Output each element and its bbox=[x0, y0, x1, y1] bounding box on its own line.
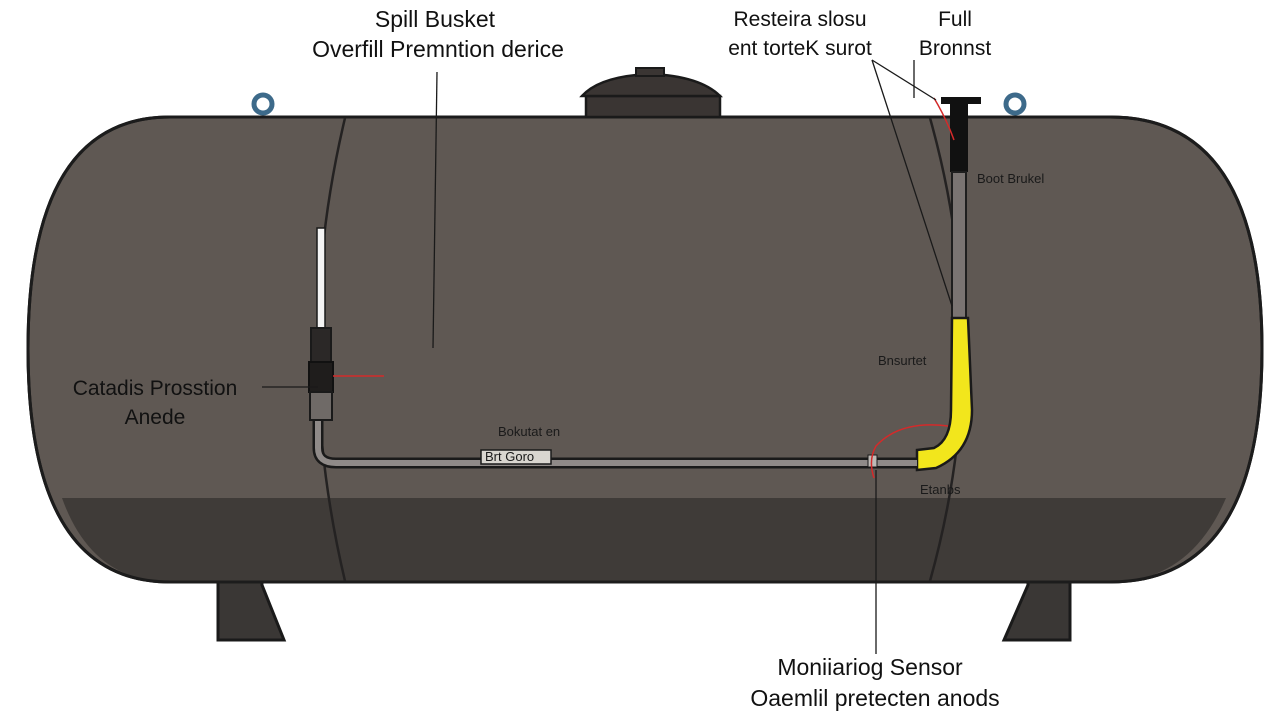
manway-cap bbox=[579, 72, 724, 98]
restrictor-label-line2: ent torteK surot bbox=[728, 37, 872, 60]
leader-overfill bbox=[432, 71, 438, 349]
overfill-device-label: Overfill Premntion derice bbox=[312, 36, 564, 62]
cathodic-label-line2: Anede bbox=[124, 406, 186, 429]
elbow-label: Etanbs bbox=[920, 482, 961, 497]
tank-outline bbox=[26, 115, 1264, 584]
pipe-band bbox=[480, 449, 552, 465]
insulator-label: Bnsurtet bbox=[878, 353, 927, 368]
manway-base bbox=[584, 94, 722, 119]
pipe-top-label: Bokutat en bbox=[498, 424, 561, 439]
manway-top bbox=[635, 67, 665, 77]
anode-rod bbox=[316, 227, 326, 329]
leader-restrictor-b bbox=[871, 59, 937, 101]
restrictor-label-line1: Resteira slosu bbox=[733, 8, 867, 31]
red-annotation-elbow bbox=[870, 424, 949, 479]
right-lifting-ring bbox=[1003, 92, 1027, 116]
protection-anods-label: Oaemlil pretecten anods bbox=[750, 685, 1000, 711]
horizontal-pipe-inner bbox=[315, 418, 917, 466]
yellow-insulated-elbow bbox=[915, 316, 974, 472]
spill-bucket-label: Spill Busket bbox=[374, 6, 496, 32]
monitoring-sensor-label: Moniiariog Sensor bbox=[777, 654, 963, 680]
red-annotation-top bbox=[933, 97, 955, 141]
full-label-line1: Full bbox=[938, 8, 972, 31]
fill-pipe-top bbox=[950, 104, 968, 172]
anode-collar bbox=[309, 391, 333, 421]
pipe-band-label: Brt Goro bbox=[485, 449, 535, 464]
tank-lower-shade bbox=[62, 498, 1226, 582]
leader-restrictor bbox=[871, 59, 953, 307]
fill-pipe-cap bbox=[941, 97, 981, 104]
boot-bracket-label: Boot Brukel bbox=[977, 171, 1045, 186]
fill-pipe-shaft bbox=[951, 171, 967, 321]
left-lifting-ring bbox=[251, 92, 275, 116]
anode-head bbox=[310, 327, 332, 363]
cathodic-label-line1: Catadis Prosstion bbox=[72, 377, 238, 400]
full-label-line2: Bronnst bbox=[918, 37, 992, 60]
